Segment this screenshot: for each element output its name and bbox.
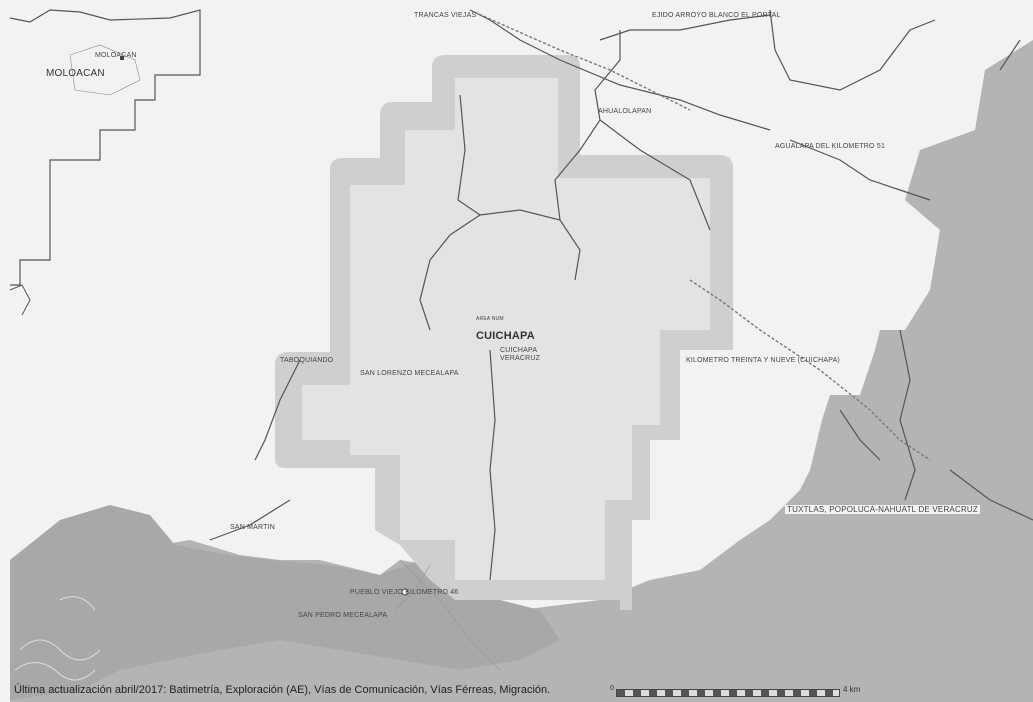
label-san-martin: SAN MARTIN — [230, 524, 276, 531]
label-pueblo-viejo: PUEBLO VIEJO KILOMETRO 46 — [350, 589, 459, 596]
label-san-pedro: SAN PEDRO MECEALAPA — [298, 612, 388, 619]
label-agualapa: AGUALAPA DEL KILOMETRO 51 — [775, 143, 886, 150]
boundary-left-2 — [9, 284, 31, 316]
label-cuichapa-sub: CUICHAPA VERACRUZ — [500, 347, 541, 362]
pueblo-viejo-marker — [401, 588, 409, 596]
rivers — [394, 559, 501, 671]
label-cuichapa: CUICHAPA — [476, 330, 535, 342]
scale-bar — [616, 689, 840, 697]
map-footer-update-note: Última actualización abril/2017: Batimet… — [14, 684, 551, 696]
label-trancas-viejas: TRANCAS VIEJAS — [414, 12, 477, 19]
label-moloacan-small: MOLOACAN — [95, 52, 137, 59]
boundary-moloacan — [9, 9, 201, 286]
locality-marker — [120, 56, 124, 60]
scale-end-label: 4 km — [843, 685, 861, 694]
region-right — [10, 40, 1033, 702]
label-taboquiando: TABOQUIANDO — [280, 357, 334, 364]
label-ejido-arroyo: EJIDO ARROYO BLANCO EL PORTAL — [652, 12, 781, 19]
railway — [469, 9, 931, 461]
core-area — [302, 78, 710, 580]
region-coast — [10, 505, 560, 700]
bathymetry-pattern — [14, 596, 101, 681]
boundary-moloacan-inner — [69, 44, 141, 96]
label-ahualapan: AHUALOLAPAN — [598, 108, 652, 115]
label-tuxtlas: TUXTLAS, POPOLUCA-NAHUATL DE VERACRUZ — [785, 505, 980, 514]
scale-start-label: 0 — [610, 685, 614, 692]
label-kilometro-39: KILOMETRO TREINTA Y NUEVE (CUICHAPA) — [686, 357, 840, 364]
roads — [209, 9, 1033, 581]
label-san-lorenzo: SAN LORENZO MECEALAPA — [360, 370, 459, 377]
label-area-num: AREA NUM — [476, 316, 504, 322]
label-moloacan: MOLOACAN — [46, 68, 105, 79]
